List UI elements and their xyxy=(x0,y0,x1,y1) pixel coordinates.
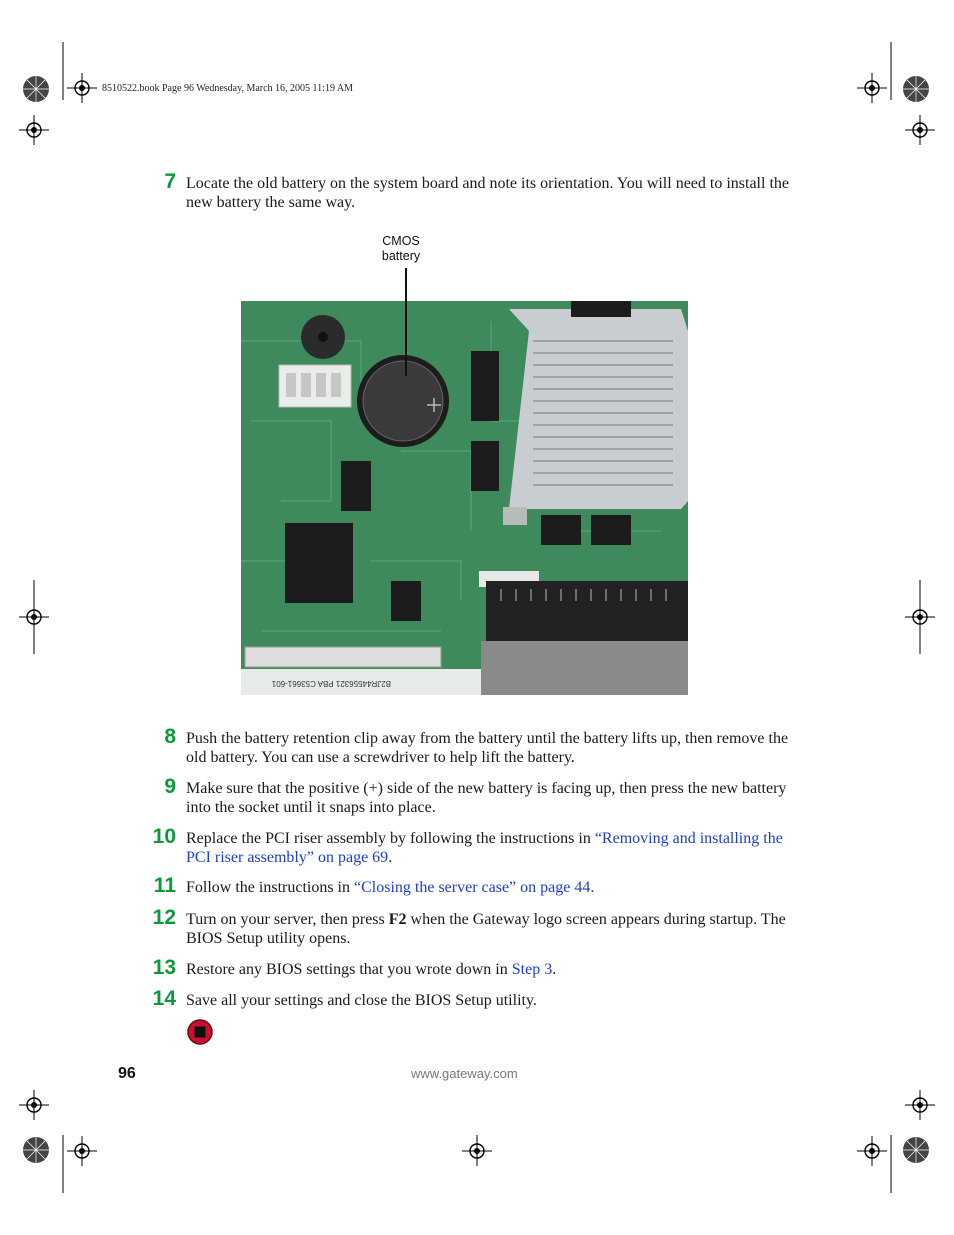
step-text: Replace the PCI riser assembly by follow… xyxy=(186,830,811,867)
color-wheel-icon xyxy=(903,1137,929,1163)
step-number: 10 xyxy=(152,825,176,848)
registration-mark-icon xyxy=(19,1090,49,1120)
heat-sink xyxy=(509,309,688,509)
registration-mark-icon xyxy=(462,1136,492,1166)
callout-line-1: CMOS xyxy=(382,234,420,248)
step-text-post: when the Gateway logo screen appears dur… xyxy=(186,911,786,947)
registration-mark-icon xyxy=(905,602,935,632)
step-text-pre: Turn on your server, then press xyxy=(186,911,389,928)
step-text: Push the battery retention clip away fro… xyxy=(186,730,789,766)
color-wheel-icon xyxy=(23,76,49,102)
registration-mark-icon xyxy=(905,1090,935,1120)
callout-leader-line xyxy=(405,268,407,376)
registration-mark-icon xyxy=(857,73,887,103)
print-slug-line: 8510522.book Page 96 Wednesday, March 16… xyxy=(102,83,354,94)
link-removing-installing-pci-riser[interactable]: “Removing and installing the PCI riser a… xyxy=(186,830,783,866)
footer-url: www.gateway.com xyxy=(411,1066,518,1081)
step-number: 14 xyxy=(152,987,176,1010)
system-board-illustration: B2JR44556321 PBA C53661-601 xyxy=(241,301,688,695)
step-text: Follow the instructions in “Closing the … xyxy=(186,879,811,898)
system-board-photo: B2JR44556321 PBA C53661-601 xyxy=(241,301,688,695)
registration-mark-icon xyxy=(905,115,935,145)
step-text-post: . xyxy=(388,848,393,866)
step-text-pre: Follow the instructions in xyxy=(186,879,354,896)
cmos-battery xyxy=(357,355,449,447)
step-text: Save all your settings and close the BIO… xyxy=(186,992,537,1009)
step-number: 7 xyxy=(164,170,176,193)
step-text-post: . xyxy=(552,961,557,978)
registration-mark-icon xyxy=(19,602,49,632)
registration-mark-icon xyxy=(857,1136,887,1166)
board-silkscreen: B2JR44556321 PBA C53661-601 xyxy=(271,679,391,688)
cmos-battery-callout: CMOS battery xyxy=(368,234,434,264)
step-number: 12 xyxy=(152,906,176,929)
page-number: 96 xyxy=(118,1065,136,1082)
step-text: Turn on your server, then press F2 when … xyxy=(186,911,811,948)
step-text: Locate the old battery on the system boa… xyxy=(186,175,789,211)
registration-mark-icon xyxy=(67,1136,97,1166)
callout-line-2: battery xyxy=(381,249,421,263)
step-number: 13 xyxy=(152,956,176,979)
step-number: 11 xyxy=(153,874,176,897)
registration-mark-icon xyxy=(19,115,49,145)
step-text-pre: Restore any BIOS settings that you wrote… xyxy=(186,961,512,978)
step-text: Make sure that the positive (+) side of … xyxy=(186,780,787,816)
color-wheel-icon xyxy=(23,1137,49,1163)
link-closing-server-case[interactable]: “Closing the server case” on page 44. xyxy=(354,879,595,896)
registration-mark-icon xyxy=(67,73,97,103)
stop-icon xyxy=(187,1019,213,1045)
step-number: 9 xyxy=(164,775,176,798)
link-step-3[interactable]: Step 3 xyxy=(511,961,553,978)
key-name: F2 xyxy=(388,911,407,928)
step-text-pre: Replace the PCI riser assembly by follow… xyxy=(186,830,595,847)
color-wheel-icon xyxy=(903,76,929,102)
step-text: Restore any BIOS settings that you wrote… xyxy=(186,961,811,980)
step-number: 8 xyxy=(164,725,176,748)
